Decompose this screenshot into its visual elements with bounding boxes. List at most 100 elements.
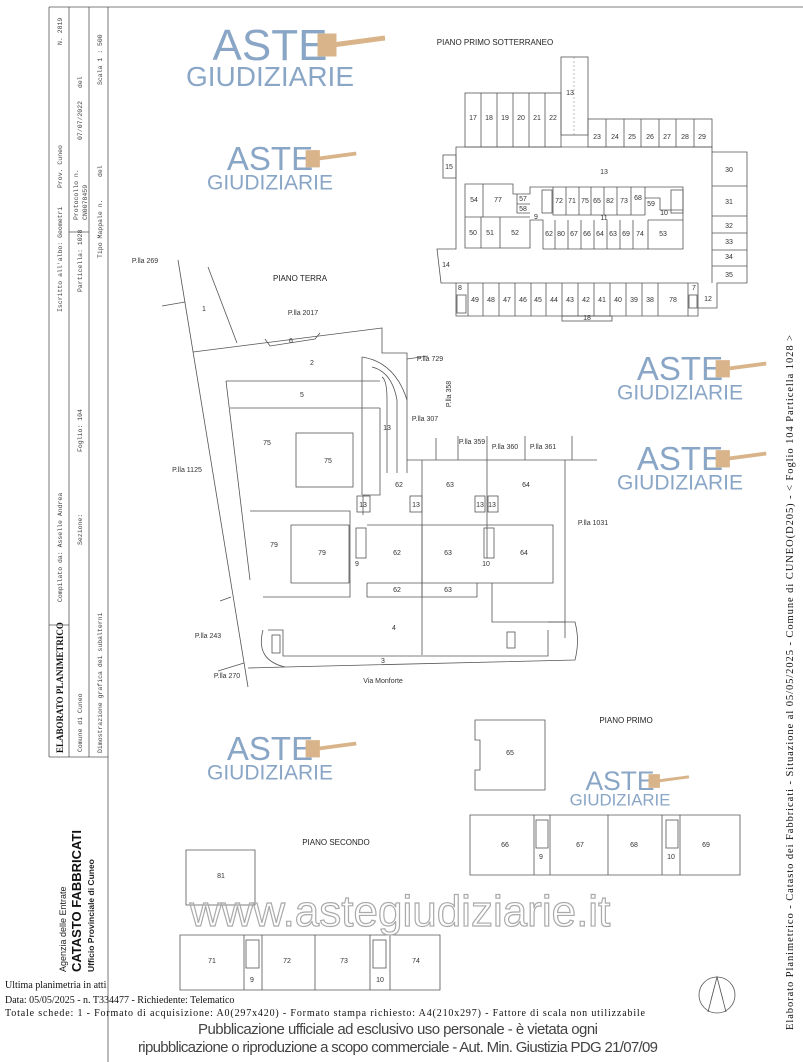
room-label-basement: 17 [469, 115, 477, 122]
room-label-ground: 63 [444, 550, 452, 557]
street-label: Via Monforte [363, 678, 403, 685]
section: Sezione: [77, 514, 84, 545]
protocol-date: 07/07/2022 [77, 101, 84, 140]
room-label-ground: 3 [381, 658, 385, 665]
room-label-first: 68 [630, 842, 638, 849]
room-label-basement: 13 [600, 169, 608, 176]
parcel-label: P.lla 360 [492, 444, 518, 451]
room-label-basement: 62 [545, 231, 553, 238]
protocol-del: del [77, 76, 84, 88]
room-label-basement: 18 [583, 315, 591, 322]
second-floor-plan [179, 849, 441, 991]
room-label-basement: 59 [647, 201, 655, 208]
svg-text:GIUDIZIARIE: GIUDIZIARIE [207, 172, 333, 195]
gavel-icon [715, 360, 767, 378]
gavel-icon [305, 150, 357, 168]
parcel-label: P.lla 358 [446, 381, 453, 407]
room-label-basement: 49 [471, 297, 479, 304]
room-label-basement: 15 [445, 164, 453, 171]
room-label-basement: 25 [628, 134, 636, 141]
watermark-notice-2: ripubblicazione o riproduzione a scopo c… [138, 1039, 658, 1056]
room-label-ground: 62 [393, 587, 401, 594]
watermark-url: www.astegiudiziarie.it [189, 887, 611, 936]
parcel: Particella: 1028 [77, 229, 84, 292]
room-label-ground: 6 [289, 338, 293, 345]
room-label-basement: 51 [486, 230, 494, 237]
protocol-label: Protocollo n. [73, 169, 80, 220]
room-label-basement: 40 [614, 297, 622, 304]
room-label-basement: 34 [725, 254, 733, 261]
room-label-ground: 1 [202, 306, 206, 313]
title-block: ELABORATO PLANIMETRICO Compilato da: Ass… [55, 18, 104, 753]
side-caption: Elaborato Planimetrico - Catasto dei Fab… [785, 335, 796, 1030]
room-label-basement: 22 [549, 115, 557, 122]
footer-line-3: Totale schede: 1 - Formato di acquisizio… [5, 1008, 646, 1019]
map-type: Tipo Mappale n. [97, 199, 104, 258]
room-label-basement: 29 [698, 134, 706, 141]
room-label-basement: 67 [570, 231, 578, 238]
parcel-label: P.lla 269 [132, 258, 158, 265]
room-label-basement: 23 [593, 134, 601, 141]
room-label-ground: 63 [446, 482, 454, 489]
room-label-basement: 13 [566, 90, 574, 97]
municipality: Comune di Cuneo [77, 693, 84, 752]
map-type-del: del [97, 165, 104, 177]
floor-title-second: PIANO SECONDO [302, 838, 370, 847]
svg-text:GIUDIZIARIE: GIUDIZIARIE [207, 762, 333, 785]
room-label-basement: 57 [519, 196, 527, 203]
room-label-basement: 35 [725, 272, 733, 279]
room-label-basement: 14 [442, 262, 450, 269]
room-label-second: 10 [376, 977, 384, 984]
room-label-first: 67 [576, 842, 584, 849]
room-label-basement: 18 [485, 115, 493, 122]
room-label-basement: 41 [598, 297, 606, 304]
room-label-first: 69 [702, 842, 710, 849]
room-label-second: 9 [250, 977, 254, 984]
room-label-first: 10 [667, 854, 675, 861]
room-label-basement: 47 [503, 297, 511, 304]
room-label-basement: 65 [593, 198, 601, 205]
parcel-label: P.lla 1031 [578, 520, 608, 527]
room-label-basement: 46 [519, 297, 527, 304]
room-label-basement: 8 [458, 285, 462, 292]
room-label-ground: 63 [444, 587, 452, 594]
room-label-basement: 72 [555, 198, 563, 205]
room-label-basement: 48 [487, 297, 495, 304]
room-label-ground: 13 [359, 502, 367, 509]
room-label-basement: 27 [663, 134, 671, 141]
svg-text:GIUDIZIARIE: GIUDIZIARIE [570, 791, 671, 810]
room-label-ground: 5 [300, 392, 304, 399]
svg-text:ASTE: ASTE [586, 766, 655, 796]
compiler: Compilato da: Asselle Andrea [57, 493, 64, 602]
basement-plan [436, 56, 748, 322]
protocol-number: CN0078459 [82, 185, 89, 220]
room-label-basement: 50 [469, 230, 477, 237]
sheet-frame [48, 6, 803, 1062]
parcel-label: P.lla 2017 [288, 310, 318, 317]
room-label-first: 66 [501, 842, 509, 849]
room-label-ground: 13 [476, 502, 484, 509]
floor-title-ground: PIANO TERRA [273, 274, 328, 283]
parcel-label: P.lla 729 [417, 356, 443, 363]
room-label-ground: 62 [393, 550, 401, 557]
agency-department: CATASTO FABBRICATI [69, 830, 84, 972]
room-label-basement: 21 [533, 115, 541, 122]
room-label-ground: 79 [318, 550, 326, 557]
room-label-basement: 30 [725, 167, 733, 174]
room-label-basement: 39 [630, 297, 638, 304]
room-label-basement: 45 [534, 297, 542, 304]
gavel-icon [648, 774, 690, 788]
room-label-second: 73 [340, 958, 348, 965]
room-label-basement: 52 [511, 230, 519, 237]
room-label-basement: 74 [636, 231, 644, 238]
watermark-notice-1: Pubblicazione ufficiale ad esclusivo uso… [198, 1021, 598, 1038]
room-label-basement: 58 [519, 206, 527, 213]
svg-text:ASTE: ASTE [227, 140, 313, 177]
register-number: N. 2819 [57, 18, 64, 45]
